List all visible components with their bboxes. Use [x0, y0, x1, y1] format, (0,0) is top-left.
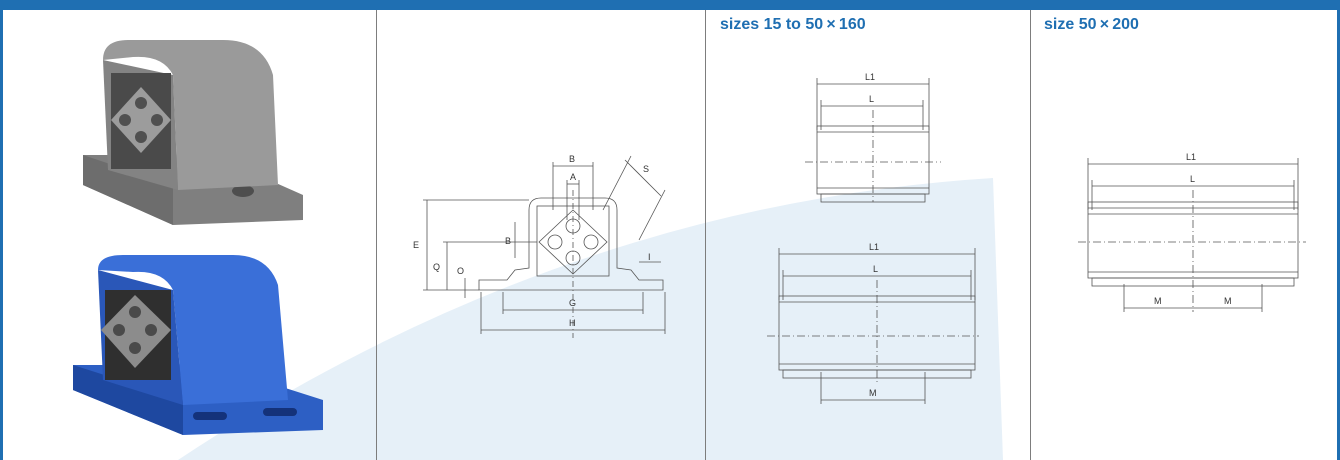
- side-view-size-200: L1 L M M: [1078, 152, 1306, 312]
- dim-label-L1: L1: [1186, 152, 1196, 162]
- dim-label-E: E: [413, 240, 419, 250]
- front-view-drawing: B A S E B Q O I G H: [413, 154, 666, 338]
- dim-label-B: B: [569, 154, 575, 164]
- dim-label-M-right: M: [1224, 296, 1232, 306]
- dim-label-M-left: M: [1154, 296, 1162, 306]
- product-photo-grey: [73, 40, 323, 435]
- dim-label-L: L: [1190, 174, 1195, 184]
- dim-label-O: O: [457, 266, 464, 276]
- dim-label-B2: B: [505, 236, 511, 246]
- dim-label-L: L: [873, 264, 878, 274]
- dim-label-Q: Q: [433, 262, 440, 272]
- blue-mount-image: [73, 255, 323, 435]
- dim-label-L: L: [869, 94, 874, 104]
- heading-sizes-15-to-50x160: sizes 15 to 50 × 160: [720, 16, 866, 33]
- dim-label-I: I: [648, 252, 651, 262]
- dim-label-A: A: [570, 172, 576, 182]
- dim-label-M: M: [869, 388, 877, 398]
- column-divider-2: [705, 10, 706, 460]
- dim-label-L1: L1: [869, 242, 879, 252]
- dim-label-L1: L1: [865, 72, 875, 82]
- side-view-large: L1 L M: [767, 242, 979, 404]
- dim-label-G: G: [569, 298, 576, 308]
- side-view-small: L1 L: [805, 72, 941, 203]
- grey-mount-image: [83, 40, 303, 225]
- dim-label-S: S: [643, 164, 649, 174]
- dim-label-H: H: [569, 318, 576, 328]
- heading-size-50x200: size 50 × 200: [1044, 16, 1139, 33]
- column-divider-1: [376, 10, 377, 460]
- column-divider-3: [1030, 10, 1031, 460]
- header-bar: [3, 0, 1337, 10]
